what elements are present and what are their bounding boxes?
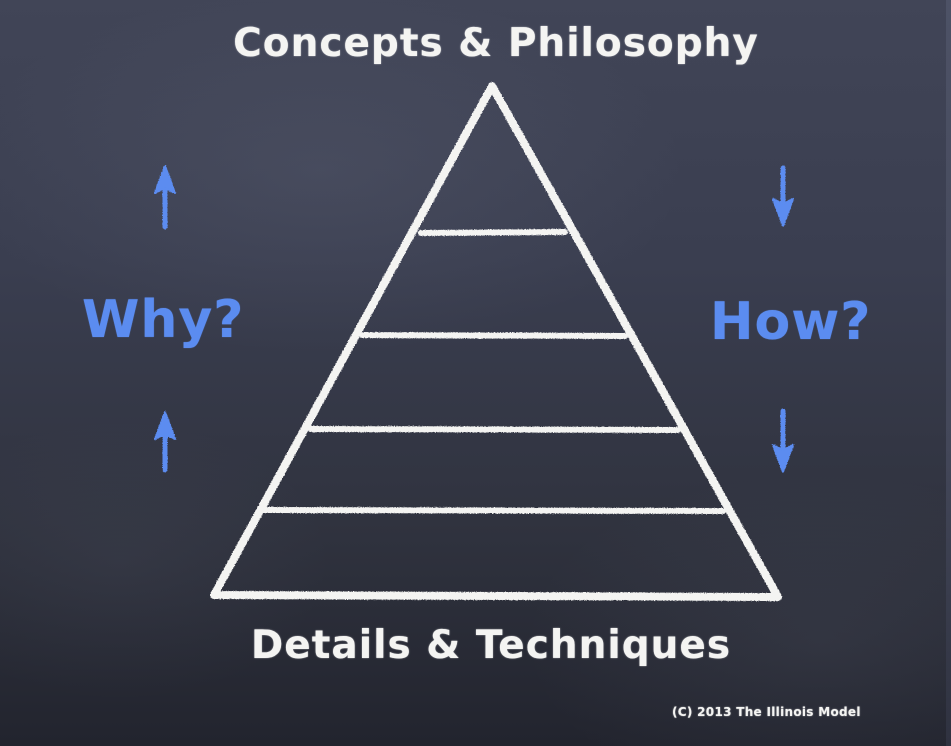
tier-line-4 (260, 507, 726, 514)
tier-line-2 (359, 332, 628, 339)
tier-line-1 (418, 229, 568, 236)
how-label: How? (710, 292, 872, 352)
up-arrow-icon (154, 411, 176, 473)
top-label: Concepts & Philosophy (233, 21, 759, 66)
bottom-label: Details & Techniques (250, 623, 732, 668)
pyramid (210, 82, 782, 601)
board-edge (946, 0, 951, 746)
why-label: Why? (82, 290, 245, 350)
down-arrow-icon (772, 408, 794, 473)
tier-line-3 (308, 426, 681, 433)
copyright-text: (C) 2013 The Illinois Model (672, 705, 861, 719)
up-arrow-icon (154, 165, 176, 230)
pyramid-outline (210, 82, 782, 601)
down-arrow-icon (772, 165, 794, 227)
